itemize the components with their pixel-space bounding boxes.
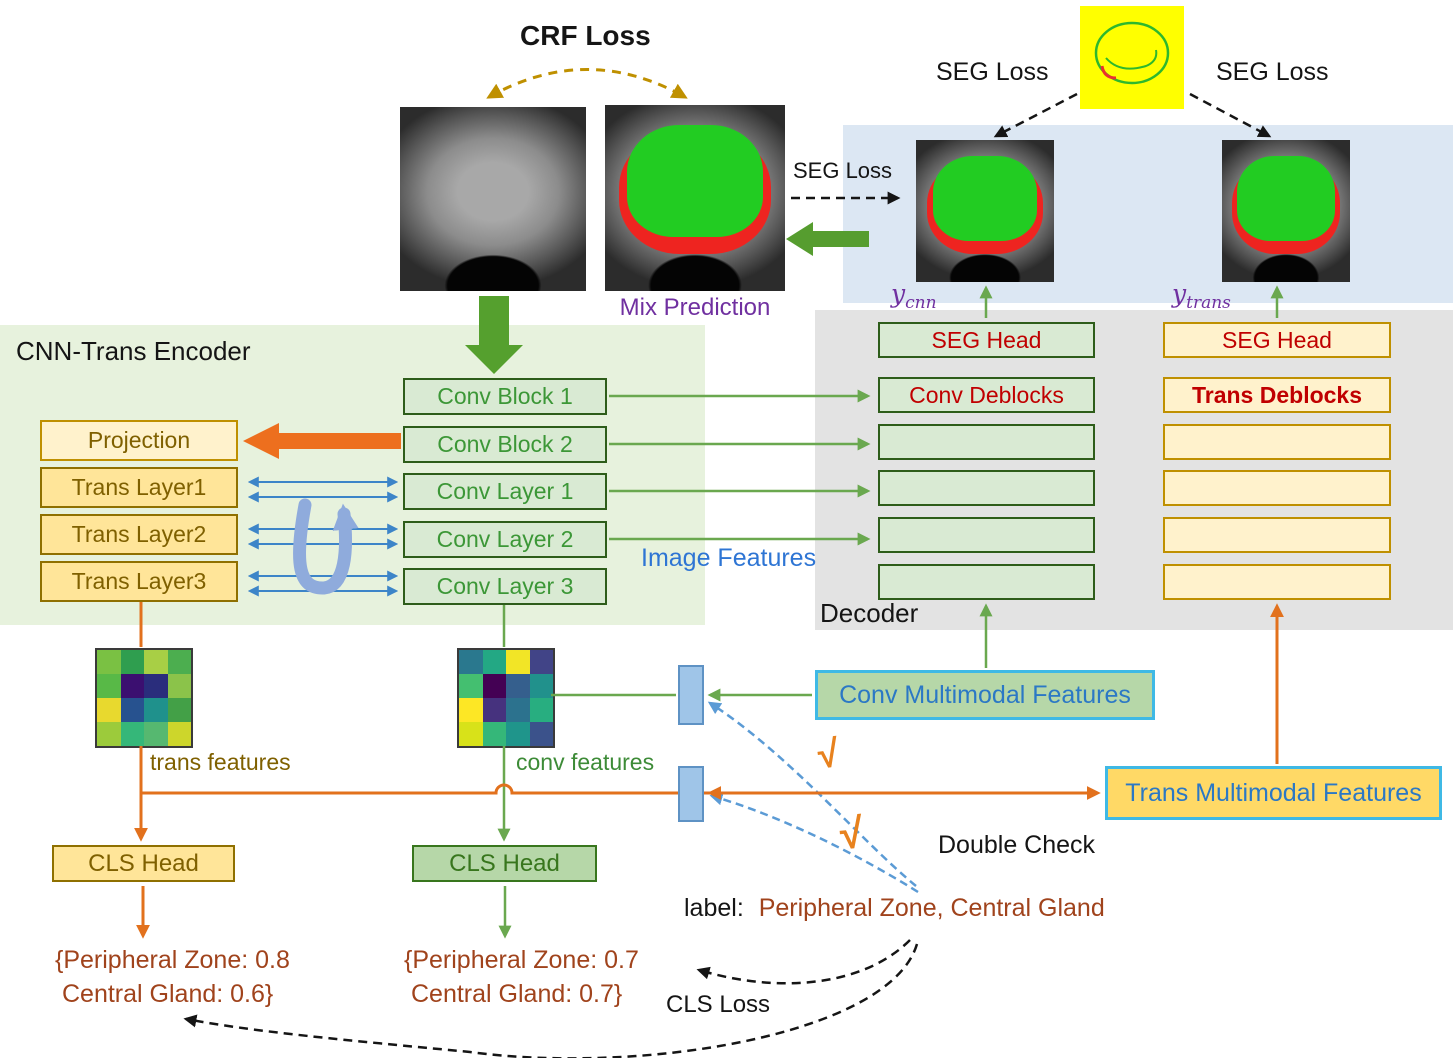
y-cnn-base: y [891,279,906,308]
y-trans-sub: trans [1186,293,1231,313]
conv-block1-box: Conv Block 1 [403,378,607,415]
cnn-seg-head-box: SEG Head [878,322,1095,358]
feature-cell [120,698,144,722]
trans-layer1-box: Trans Layer1 [40,467,238,508]
conv-decoder-empty-box [878,470,1095,506]
feature-cell [506,722,530,746]
double-check-label: Double Check [938,831,1096,859]
cls-head-trans-box: CLS Head [52,845,235,882]
feature-cell [120,650,144,674]
mix-green-region [626,125,764,238]
mix-prediction-image [605,105,785,291]
trans-layer3-box: Trans Layer3 [40,561,238,602]
feature-cell [529,698,553,722]
feature-cell [482,674,506,698]
trans-deblocks-box: Trans Deblocks [1163,377,1391,413]
conv-layer3-box: Conv Layer 3 [403,568,607,605]
trans-fusion-bar [678,766,704,822]
feature-cell [506,650,530,674]
y-trans-image [1222,140,1350,282]
y-cnn-sub: cnn [905,293,937,313]
seg-loss-mid-label: SEG Loss [793,158,893,183]
feature-cell [120,674,144,698]
feature-cell [506,674,530,698]
feature-cell [529,650,553,674]
input-mri-image [400,107,586,291]
conv-multimodal-box: Conv Multimodal Features [815,670,1155,720]
feature-cell [459,698,483,722]
conv-features-map [457,648,555,748]
trans-decoder-empty-box [1163,517,1391,553]
label-value: Peripheral Zone, Central Gland [758,894,1105,922]
y-trans-base: y [1172,279,1187,308]
y-cnn-image [916,140,1054,282]
feature-cell [167,698,191,722]
feature-cell [459,674,483,698]
trans-features-map [95,648,193,748]
crf-loss-label: CRF Loss [520,20,651,51]
feature-cell [482,722,506,746]
feature-cell [97,698,121,722]
feature-cell [97,650,121,674]
check-mark-icon: √ [815,732,842,778]
feature-cell [529,674,553,698]
projection-box: Projection [40,420,238,461]
decoder-title: Decoder [820,598,919,628]
feature-cell [529,722,553,746]
feature-cell [97,722,121,746]
y-cnn-green-region [932,155,1038,241]
cls-head-conv-box: CLS Head [412,845,597,882]
trans-layer2-box: Trans Layer2 [40,514,238,555]
y-cnn-label: ycnn [891,279,937,313]
feature-cell [482,650,506,674]
feature-cell [144,698,168,722]
trans-seg-head-box: SEG Head [1163,322,1391,358]
conv-decoder-empty-box [878,517,1095,553]
conv-result-line2: Central Gland: 0.7} [411,980,623,1008]
feature-cell [459,722,483,746]
conv-deblocks-box: Conv Deblocks [878,377,1095,413]
conv-fusion-bar [678,665,704,725]
feature-cell [120,722,144,746]
double-check-arrows [707,701,919,894]
conv-layer2-box: Conv Layer 2 [403,521,607,558]
feature-cell [506,698,530,722]
label-prefix: label: [684,894,744,922]
encoder-title: CNN-Trans Encoder [16,336,251,366]
conv-features-label: conv features [516,749,655,775]
conv-layer1-box: Conv Layer 1 [403,473,607,510]
trans-multimodal-box: Trans Multimodal Features [1105,766,1442,820]
image-features-label: Image Features [641,544,817,572]
seg-loss-left-label: SEG Loss [936,58,1049,86]
feature-cell [144,722,168,746]
cls-loss-label: CLS Loss [666,991,771,1018]
trans-decoder-empty-box [1163,564,1391,600]
conv-block2-box: Conv Block 2 [403,426,607,463]
trans-decoder-empty-box [1163,470,1391,506]
seg-loss-right-label: SEG Loss [1216,58,1329,86]
feature-cell [167,650,191,674]
conv-decoder-empty-box [878,424,1095,460]
feature-cell [482,698,506,722]
feature-cell [97,674,121,698]
check-mark-icon: √ [837,808,866,859]
conv-result-line1: {Peripheral Zone: 0.7 [404,946,639,974]
trans-result-line1: {Peripheral Zone: 0.8 [55,946,290,974]
label-text: label: Peripheral Zone, Central Gland [684,894,1105,923]
feature-cell [167,722,191,746]
label-scribble-image [1080,6,1184,109]
feature-cell [167,674,191,698]
conv-decoder-empty-box [878,564,1095,600]
scribble-drawing [1094,21,1170,85]
trans-result-line2: Central Gland: 0.6} [62,980,274,1008]
trans-decoder-empty-box [1163,424,1391,460]
feature-cell [459,650,483,674]
crf-loss-arrow [486,68,688,99]
trans-features-label: trans features [150,749,291,775]
feature-cell [144,674,168,698]
y-trans-label: ytrans [1172,279,1231,313]
feature-cell [144,650,168,674]
y-trans-green-region [1237,155,1335,241]
mix-prediction-label: Mix Prediction [619,294,771,321]
